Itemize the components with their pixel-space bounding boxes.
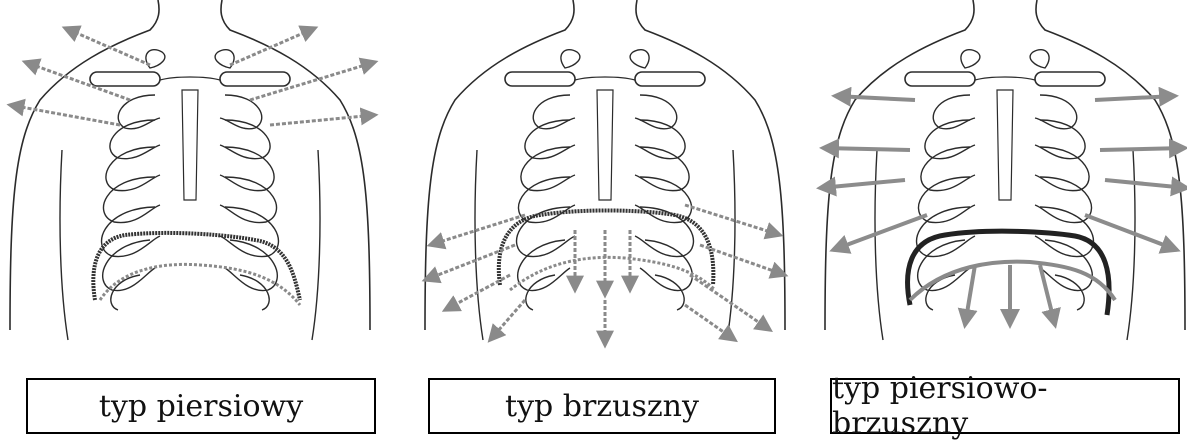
arrow-icon <box>1095 96 1175 100</box>
arrow-icon <box>835 96 915 100</box>
caption-combined-type: typ piersiowo-brzuszny <box>830 378 1180 434</box>
arrow-icon <box>425 245 515 280</box>
arrow-icon <box>230 28 315 65</box>
arrow-icon <box>823 148 910 150</box>
caption-abdominal-type: typ brzuszny <box>428 378 776 434</box>
panel-chest-breathing <box>0 0 380 370</box>
torso-skeleton-icon <box>415 0 795 370</box>
arrow-icon <box>1105 180 1187 188</box>
arrow-icon <box>820 180 905 188</box>
arrow-icon <box>685 305 735 340</box>
expansion-arrows <box>425 205 785 345</box>
torso-skeleton-icon <box>815 0 1187 370</box>
arrow-icon <box>25 62 130 100</box>
arrow-icon <box>1085 215 1177 250</box>
arrow-icon <box>10 105 120 125</box>
arrow-icon <box>270 115 375 125</box>
arrow-icon <box>965 265 975 325</box>
arrow-icon <box>65 28 150 65</box>
panel-combined-breathing <box>815 0 1187 370</box>
arrow-icon <box>833 215 927 250</box>
torso-skeleton-icon <box>0 0 380 370</box>
arrow-icon <box>250 62 375 100</box>
diaphragm-exhale <box>910 262 1115 300</box>
arrow-icon <box>1100 148 1185 150</box>
diaphragm-exhale <box>100 264 300 305</box>
caption-chest-type: typ piersiowy <box>26 378 376 434</box>
diaphragm-lowered <box>510 257 715 290</box>
panel-abdominal-breathing <box>415 0 795 370</box>
arrow-icon <box>490 300 525 340</box>
